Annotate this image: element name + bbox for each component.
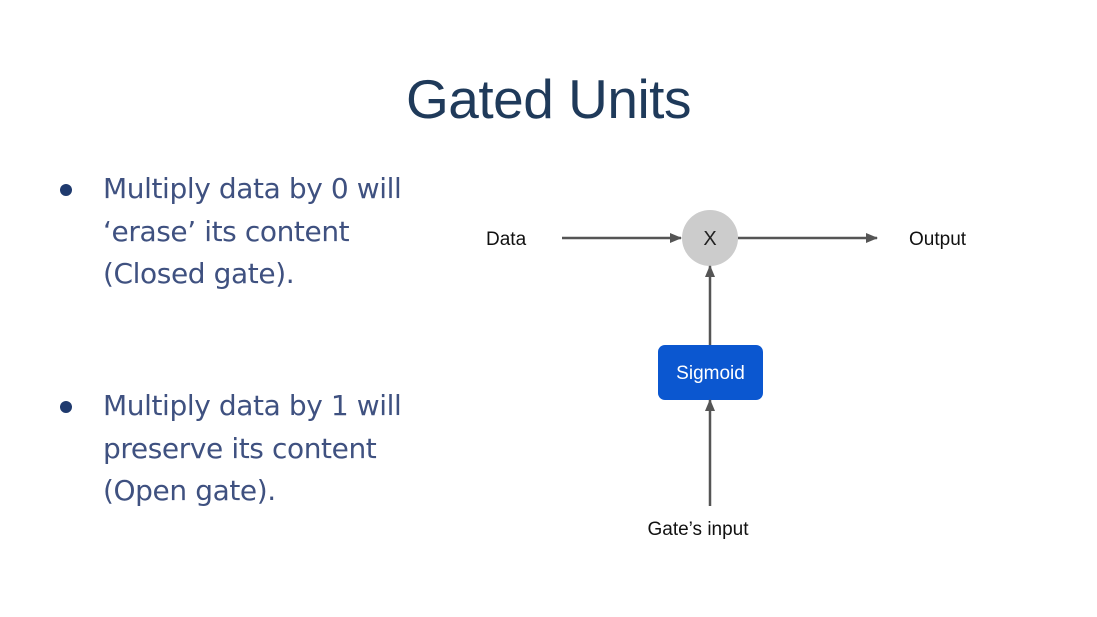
gate-input-label: Gate’s input (647, 519, 749, 540)
sigmoid-label: Sigmoid (676, 363, 745, 384)
bullet-line: Multiply data by 1 will (103, 389, 402, 422)
bullet-line: preserve its content (103, 431, 377, 465)
bullet-line: (Closed gate). (103, 257, 295, 290)
bullet-line: ‘erase’ its content (103, 214, 350, 248)
bullet-line: (Open gate). (103, 474, 276, 507)
bullet-line: Multiply data by 0 will (103, 172, 402, 205)
bullet-text: Multiply data by 0 will ‘erase’ its cont… (103, 168, 453, 296)
slide-title: Gated Units (406, 68, 691, 130)
bullet-dot (60, 184, 72, 196)
output-label: Output (909, 229, 967, 250)
bullet-text: Multiply data by 1 will preserve its con… (103, 385, 453, 513)
sigmoid-box (658, 345, 763, 400)
multiply-node (682, 210, 738, 266)
data-label: Data (486, 229, 527, 250)
bullet-dot (60, 401, 72, 413)
multiply-label: X (703, 228, 716, 250)
